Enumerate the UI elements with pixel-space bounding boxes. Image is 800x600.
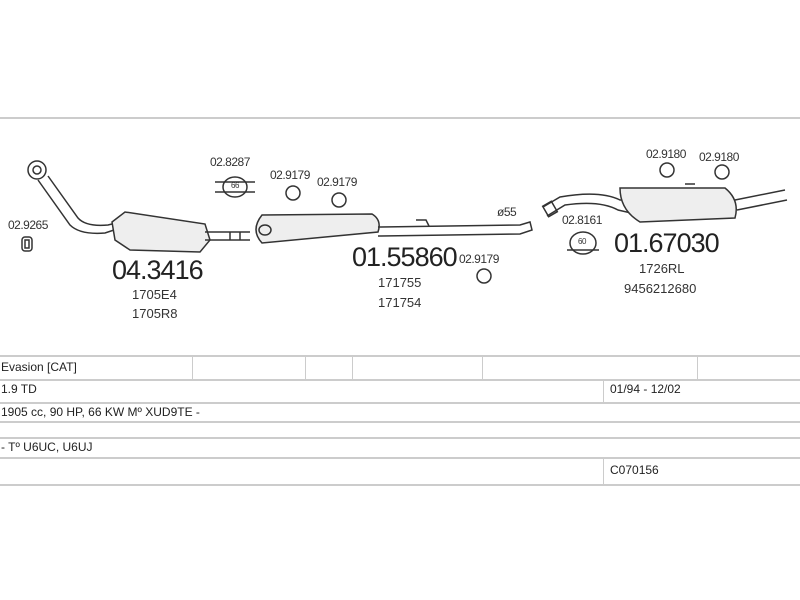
specs-cell: 1905 cc, 90 HP, 66 KW Mº XUD9TE - xyxy=(1,405,200,419)
exhaust-diagram xyxy=(21,160,788,284)
part-code-catalyst[interactable]: 04.3416 xyxy=(112,255,204,285)
table-row: Evasion [CAT] xyxy=(0,355,800,381)
rubber-mount-icon xyxy=(285,162,730,284)
ref-number: 1705R8 xyxy=(132,306,178,321)
rubber-label: 02.9179 xyxy=(270,168,310,182)
diameter-label: ø55 xyxy=(497,205,517,219)
gasket-icon xyxy=(21,236,33,252)
clamp-size: 60 xyxy=(578,237,586,246)
clamp-size: 66 xyxy=(231,181,239,190)
clamp-label: 02.8287 xyxy=(210,155,250,169)
front-pipe-catalyst-drawing xyxy=(27,160,250,253)
clamp-icon-60 xyxy=(567,231,599,255)
engine-cell: 1.9 TD xyxy=(1,382,37,396)
middle-silencer-drawing xyxy=(255,213,533,244)
model-cell: Evasion [CAT] xyxy=(1,360,77,374)
years-cell: 01/94 - 12/02 xyxy=(610,382,681,396)
ref-number: 171755 xyxy=(378,275,422,290)
ref-number: 1705E4 xyxy=(132,287,177,302)
part-code-middle[interactable]: 01.55860 xyxy=(352,242,458,272)
top-divider xyxy=(0,117,800,119)
types-cell: - Tº U6UC, U6UJ xyxy=(1,440,93,454)
gasket-label: 02.9265 xyxy=(8,218,48,232)
rubber-label: 02.9179 xyxy=(459,252,499,266)
table-row: - Tº U6UC, U6UJ xyxy=(0,439,800,459)
table-row: 1.9 TD 01/94 - 12/02 xyxy=(0,379,800,404)
table-row: 1905 cc, 90 HP, 66 KW Mº XUD9TE - xyxy=(0,404,800,423)
part-code-rear[interactable]: 01.67030 xyxy=(614,228,720,258)
rubber-label: 02.9179 xyxy=(317,175,357,189)
ref-number: 171754 xyxy=(378,295,422,310)
rubber-label: 02.9180 xyxy=(699,150,739,164)
rubber-label: 02.9180 xyxy=(646,147,686,161)
table-row: C070156 xyxy=(0,459,800,486)
code-cell: C070156 xyxy=(610,463,659,477)
ref-number: 9456212680 xyxy=(624,281,697,296)
clamp-label: 02.8161 xyxy=(562,213,602,227)
ref-number: 1726RL xyxy=(639,261,685,276)
table-row xyxy=(0,423,800,439)
rear-silencer-drawing xyxy=(541,183,788,223)
clamp-icon xyxy=(215,176,255,198)
